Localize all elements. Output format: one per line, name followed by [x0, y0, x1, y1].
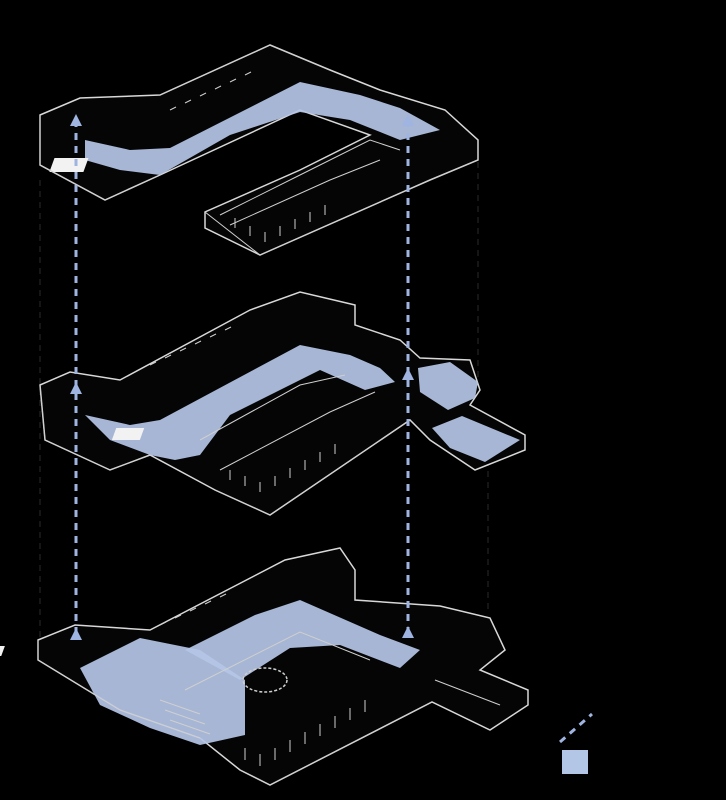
- middle-floor-stair: [111, 428, 145, 440]
- guide-lines: [39, 140, 489, 640]
- dashed-path-icon: [559, 712, 593, 744]
- top-floor-stair: [49, 158, 89, 172]
- node-top-right: [402, 114, 414, 126]
- top-floor-circulation: [85, 82, 440, 175]
- legend: [559, 712, 593, 774]
- ground-floor-circulation-hall: [80, 638, 245, 745]
- ground-floor-walls: [37, 593, 501, 786]
- node-mid-left: [70, 382, 82, 394]
- top-floor-walls: [39, 44, 479, 256]
- node-ground-right: [402, 626, 414, 638]
- node-ground-left: [70, 628, 82, 640]
- middle-floor-circulation-main: [85, 345, 395, 460]
- middle-floor-annex-south: [432, 416, 520, 462]
- middle-floor-slab: [39, 291, 526, 516]
- middle-floor-annex-north: [418, 362, 478, 410]
- middle-floor-walls: [39, 326, 411, 516]
- filled-square-icon: [562, 750, 588, 774]
- circulation-nodes: [70, 114, 414, 640]
- middle-floor-plan: [39, 291, 526, 516]
- node-top-left: [70, 114, 82, 126]
- ground-floor-slab: [37, 547, 529, 786]
- top-floor-plan: [39, 44, 479, 256]
- ground-floor-courtyard-ring: [242, 667, 288, 693]
- node-mid-right: [402, 368, 414, 380]
- ground-floor-stair: [0, 646, 5, 656]
- ground-floor-plan: [0, 547, 529, 786]
